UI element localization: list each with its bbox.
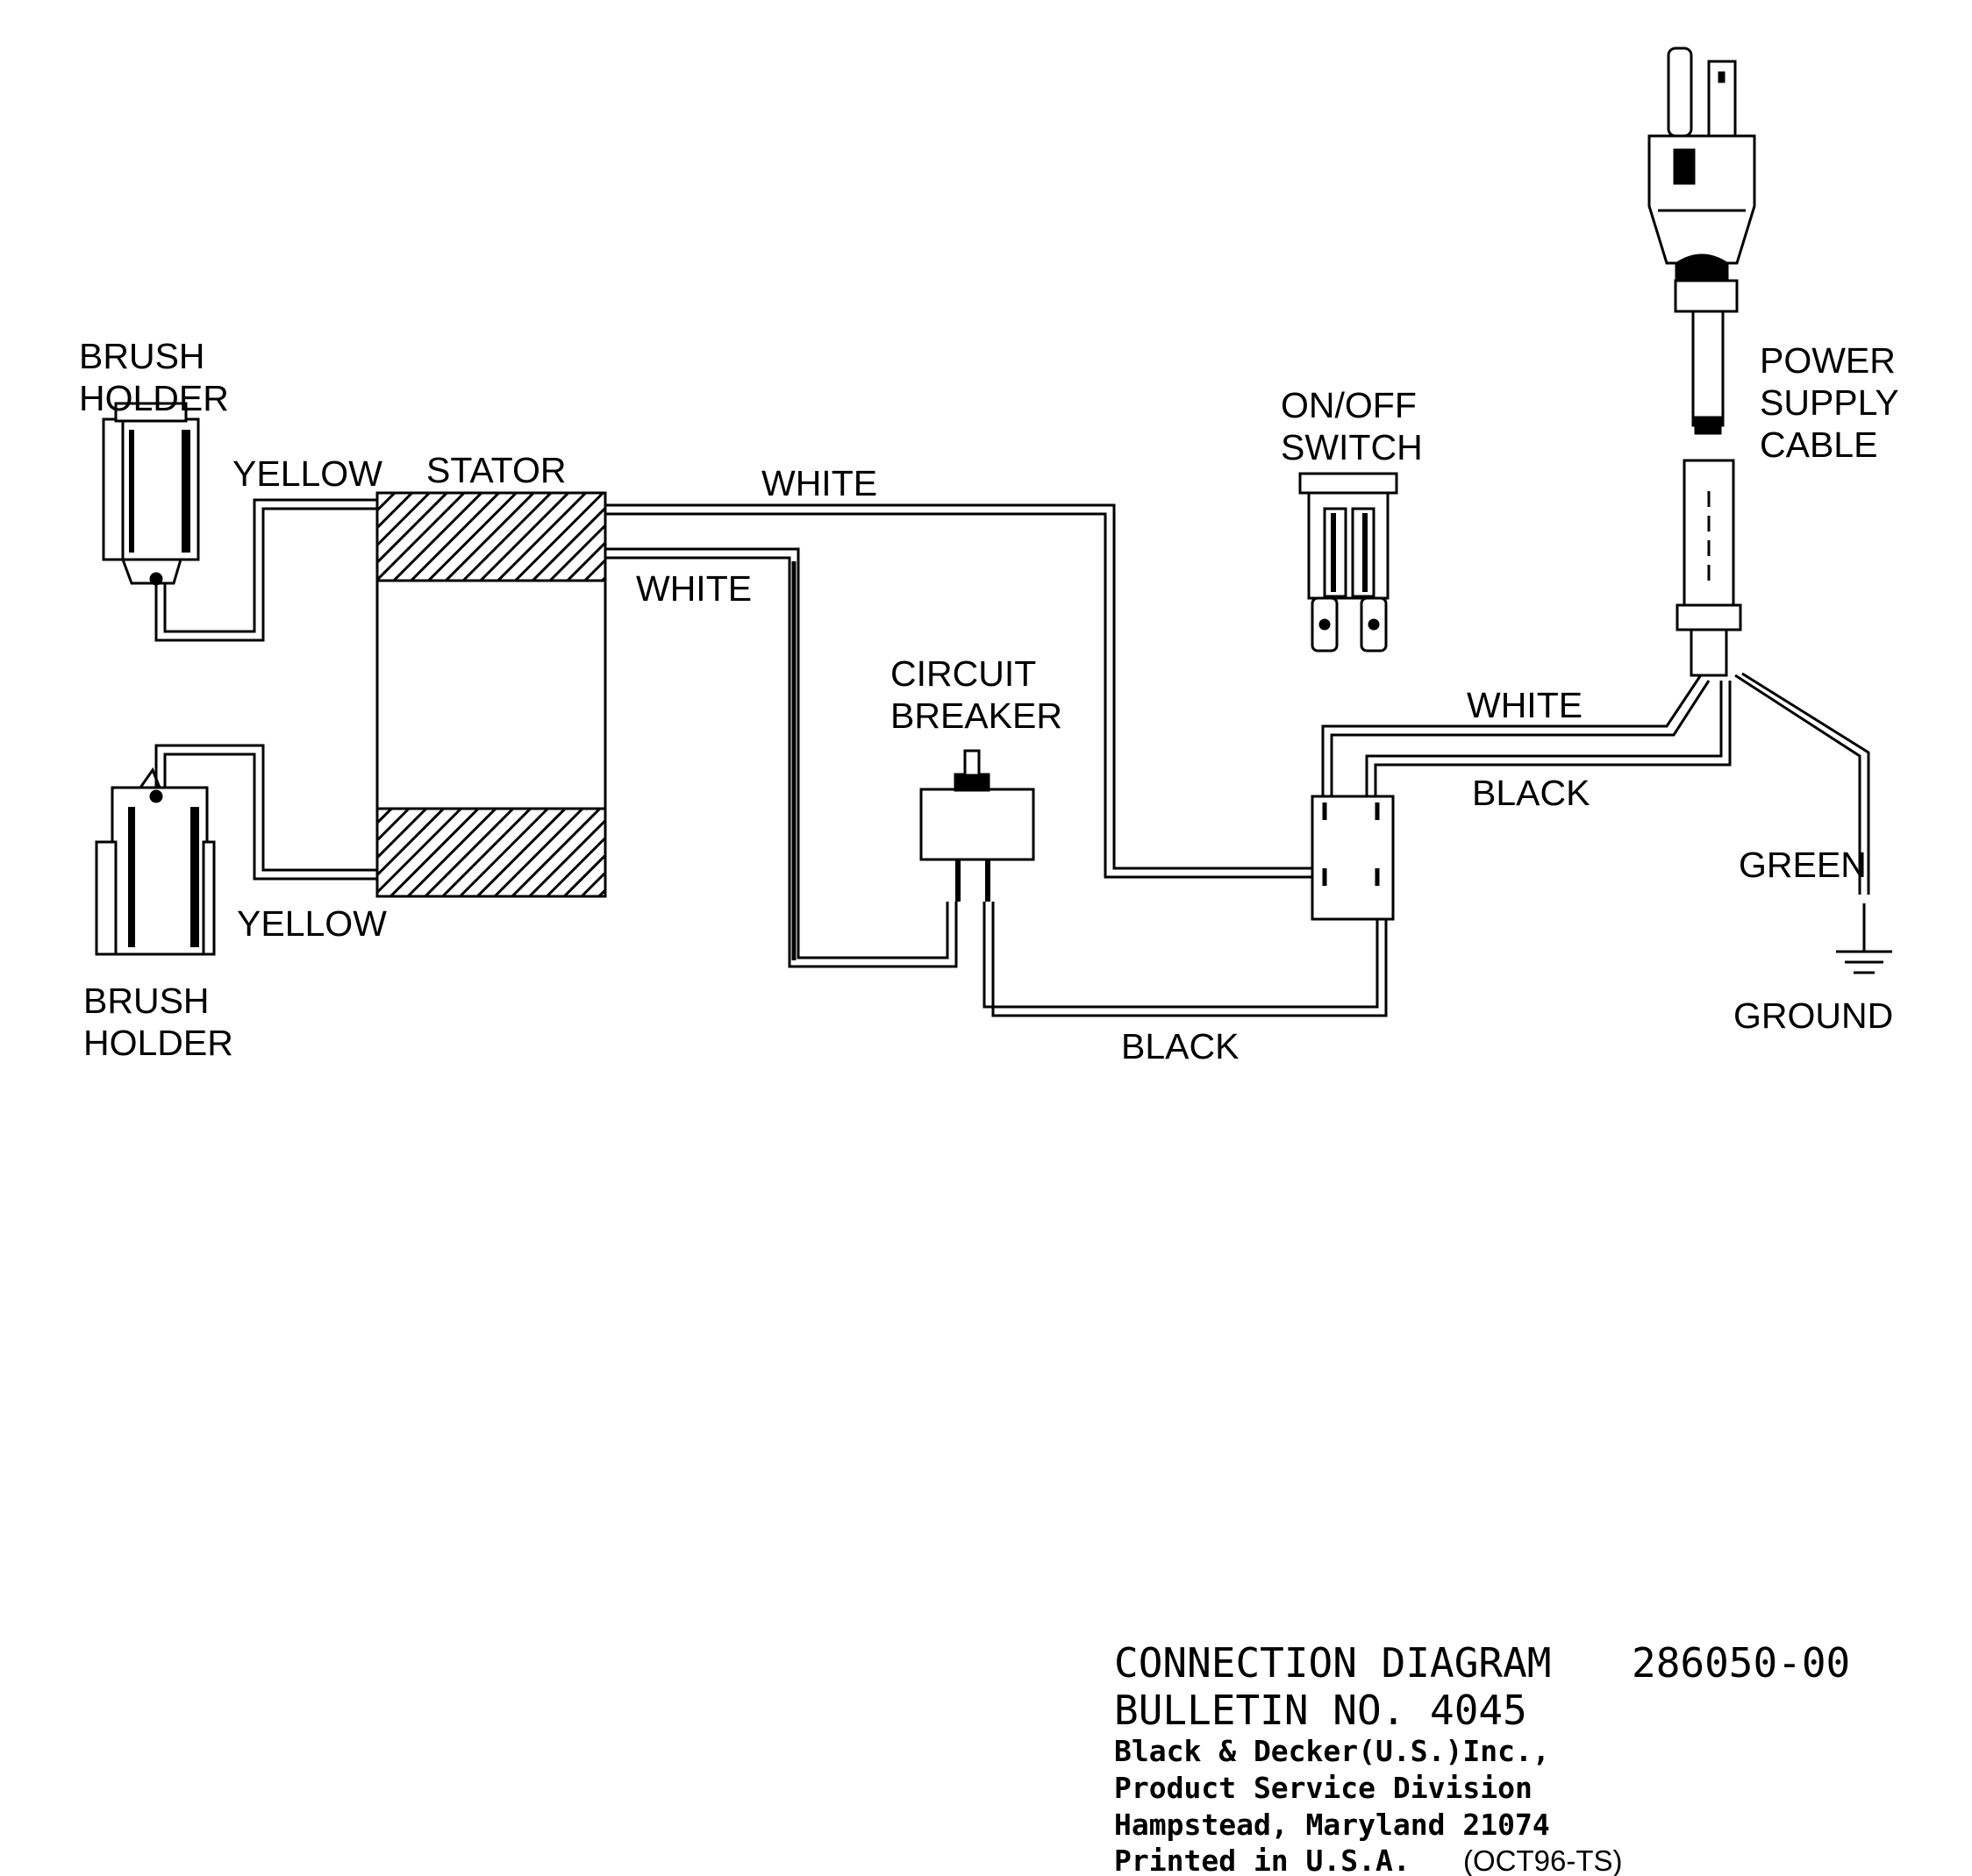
yellow-wire-top [154, 498, 377, 642]
title-line-1: CONNECTION DIAGRAM [1114, 1639, 1552, 1687]
black-wire-cable [1365, 681, 1732, 796]
title-block: CONNECTION DIAGRAM 286050-00 BULLETIN NO… [1114, 1639, 1850, 1876]
white-wire-stator-to-breaker [605, 547, 958, 968]
stator-label: STATOR [426, 450, 566, 490]
title-line-4: Product Service Division [1114, 1771, 1533, 1805]
brush-holder-top-label-2: HOLDER [79, 378, 229, 418]
white-inner-label: WHITE [636, 568, 752, 609]
brush-holder-bottom-label-2: HOLDER [83, 1023, 233, 1063]
circuit-breaker-label-1: CIRCUIT [890, 653, 1036, 694]
title-line-2: BULLETIN NO. 4045 [1114, 1687, 1527, 1734]
white-top-label: WHITE [761, 463, 877, 503]
on-off-switch [1298, 472, 1398, 653]
black-bottom-label: BLACK [1121, 1026, 1239, 1066]
brush-holder-bottom-label-1: BRUSH [83, 981, 210, 1021]
on-off-switch-label-2: SWITCH [1281, 427, 1423, 467]
white-wire-stator-to-switch [605, 503, 1325, 879]
black-wire-breaker-to-switch [982, 868, 1388, 1017]
brush-holder-top [102, 402, 200, 586]
switch-block [1311, 795, 1395, 921]
black-cable-label: BLACK [1472, 773, 1590, 813]
yellow-top-label: YELLOW [232, 453, 382, 494]
title-line-5: Hampstead, Maryland 21074 [1114, 1808, 1550, 1842]
power-supply-cable-label-3: CABLE [1760, 424, 1877, 465]
power-supply-cable-label-1: POWER [1760, 340, 1896, 381]
green-label: GREEN [1739, 845, 1867, 885]
power-supply-cable-label-2: SUPPLY [1760, 382, 1899, 423]
ground-symbol [1836, 903, 1892, 974]
title-line-6: Printed in U.S.A. [1114, 1844, 1411, 1876]
ground-label: GROUND [1733, 995, 1893, 1036]
circuit-breaker-label-2: BREAKER [890, 695, 1062, 736]
stator [375, 491, 607, 898]
brush-holder-bottom [95, 767, 216, 956]
title-line-3: Black & Decker(U.S.)Inc., [1114, 1734, 1550, 1768]
title-line-1-number: 286050-00 [1632, 1639, 1850, 1687]
circuit-breaker [919, 749, 1035, 902]
green-wire [1734, 672, 1870, 895]
brush-holder-top-label-1: BRUSH [79, 336, 205, 376]
on-off-switch-label-1: ON/OFF [1281, 385, 1417, 425]
power-plug [1647, 46, 1756, 677]
white-cable-label: WHITE [1467, 685, 1583, 725]
white-wire-cable [1321, 673, 1711, 796]
yellow-bottom-label: YELLOW [237, 903, 387, 944]
title-line-6-code: (OCT96-TS) [1463, 1844, 1623, 1876]
yellow-wire-bottom [154, 744, 377, 881]
